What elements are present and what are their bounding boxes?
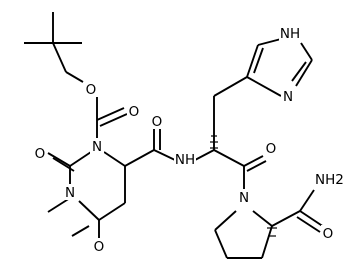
bond [103,151,126,167]
bond [213,76,248,97]
bond [271,210,301,227]
atom-label-nh-imidazole: NH [280,26,300,42]
atom-label-o-amide: O [152,114,163,130]
bond [47,152,71,167]
atom-label-o-urea: O [35,146,46,162]
atom-labels: O O N O N O O NH O N NH2 O NH N [33,25,348,255]
bond [253,47,264,74]
bond [214,210,237,231]
atom-label-o-ester: O [86,82,97,98]
bond [194,149,215,161]
bond [246,160,267,172]
atom-label-n-imidazole: N [283,89,293,105]
atom-label-n-ring: N [92,139,102,155]
bond [78,200,100,221]
bond [291,61,307,82]
bond-lines [24,12,325,259]
bond [300,42,313,61]
bond [69,151,92,167]
bond [261,225,273,259]
bond [246,76,282,97]
bond [47,197,71,213]
atom-label-o-amide: O [266,141,277,157]
atom-label-o-carbamate: O [129,104,140,120]
bond [213,149,245,167]
bond [214,229,228,259]
atom-label-n-pyrrolidine: N [239,190,249,206]
bond [124,149,155,167]
bond [295,59,313,87]
stereo-wedges [210,135,277,237]
bond [98,202,126,221]
bond [52,157,75,172]
bond [243,155,264,167]
atom-label-nh-amide: NH [175,152,195,168]
bond [96,107,125,121]
bond [153,149,176,161]
bond [252,210,273,227]
atom-label-o-amide: O [323,226,334,242]
atom-label-nh2-amide: NH2 [315,172,344,188]
bond [71,225,90,237]
bond [246,44,259,78]
bond [299,210,325,228]
bond [65,71,84,83]
bond [299,189,315,212]
bond [257,38,282,46]
atom-label-o-ring-keto: O [94,239,105,255]
atom-label-n-methyl: N [65,185,75,201]
bond [296,216,321,233]
bond [52,42,67,73]
bond [99,113,128,127]
